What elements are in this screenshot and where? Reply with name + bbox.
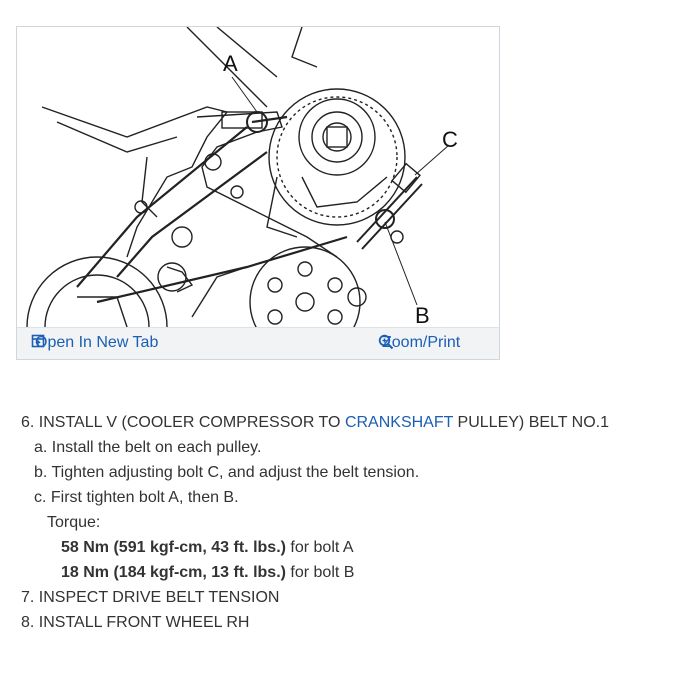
torque-bolt-a-suffix: for bolt A (285, 539, 354, 556)
step-6: 6. INSTALL V (COOLER COMPRESSOR TO CRANK… (21, 410, 661, 435)
diagram-figure: A C B Open In New Tab Zoom/Prin (16, 26, 500, 360)
step-6-suffix: PULLEY) BELT NO.1 (453, 414, 610, 431)
step-7: 7. INSPECT DRIVE BELT TENSION (21, 589, 280, 606)
step-6c: c. First tighten bolt A, then B. (34, 489, 239, 506)
torque-bolt-a-value: 58 Nm (591 kgf-cm, 43 ft. lbs.) (61, 539, 286, 556)
step-6-prefix: 6. INSTALL V (COOLER COMPRESSOR TO (21, 414, 345, 431)
callout-b: B (415, 303, 430, 327)
zoom-print-button[interactable]: Zoom/Print (378, 334, 460, 352)
step-6a: a. Install the belt on each pulley. (34, 439, 262, 456)
torque-bolt-b-value: 18 Nm (184 kgf-cm, 13 ft. lbs.) (61, 564, 286, 581)
belt-diagram: A C B (26, 27, 458, 327)
zoom-print-label: Zoom/Print (382, 334, 461, 351)
figure-toolbar: Open In New Tab Zoom/Print (17, 327, 499, 359)
instructions: 6. INSTALL V (COOLER COMPRESSOR TO CRANK… (21, 410, 661, 635)
open-in-new-tab-label: Open In New Tab (35, 334, 159, 351)
torque-bolt-b: 18 Nm (184 kgf-cm, 13 ft. lbs.) for bolt… (21, 560, 661, 585)
torque-label: Torque: (47, 514, 101, 531)
open-in-new-tab-button[interactable]: Open In New Tab (31, 334, 158, 352)
callout-c: C (442, 127, 458, 152)
callout-a: A (223, 51, 238, 76)
step-6b: b. Tighten adjusting bolt C, and adjust … (34, 464, 420, 481)
crankshaft-link[interactable]: CRANKSHAFT (344, 414, 454, 431)
step-8: 8. INSTALL FRONT WHEEL RH (21, 614, 250, 631)
torque-bolt-b-suffix: for bolt B (285, 564, 355, 581)
torque-bolt-a: 58 Nm (591 kgf-cm, 43 ft. lbs.) for bolt… (21, 535, 661, 560)
